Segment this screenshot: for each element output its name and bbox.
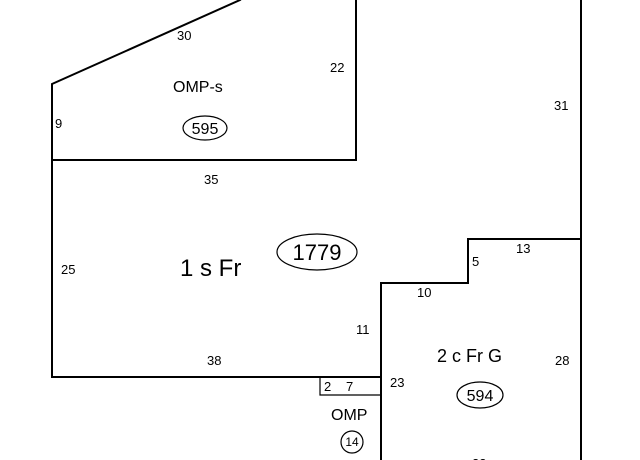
dimension-label: 31	[554, 98, 568, 113]
area-id-garage: 594	[467, 388, 494, 405]
area-label-omp-s: OMP-s	[173, 79, 223, 96]
area-id-main: 1779	[293, 240, 342, 265]
dimension-label: 5	[472, 254, 479, 269]
omp-s-outline	[51, 0, 242, 161]
dimension-label: 10	[417, 285, 431, 300]
area-id-omp: 14	[345, 435, 359, 449]
dimension-label: 7	[346, 379, 353, 394]
dimension-label: 11	[356, 322, 370, 337]
area-label-garage: 2 c Fr G	[437, 346, 502, 366]
dimension-label: 9	[55, 116, 62, 131]
area-label-omp: OMP	[331, 407, 367, 424]
dimension-label: 28	[555, 353, 569, 368]
area-id-ellipse	[182, 115, 228, 141]
dimension-label: 38	[207, 353, 221, 368]
dimension-label: 23	[390, 375, 404, 390]
dimension-label: 23	[472, 456, 486, 460]
dimension-label: 2	[324, 379, 331, 394]
dimension-label: 13	[516, 241, 530, 256]
dimension-label: 22	[330, 60, 344, 75]
area-id-ellipse	[276, 233, 358, 271]
area-id-ellipse	[456, 381, 504, 409]
dimension-label: 25	[61, 262, 75, 277]
area-id-circle	[340, 430, 364, 454]
omp-outline	[319, 377, 381, 396]
garage-top-step-outline	[380, 238, 582, 460]
area-label-main: 1 s Fr	[180, 255, 241, 282]
dimension-label: 35	[204, 172, 218, 187]
dimension-label: 30	[177, 28, 191, 43]
area-id-omp-s: 595	[192, 121, 219, 138]
